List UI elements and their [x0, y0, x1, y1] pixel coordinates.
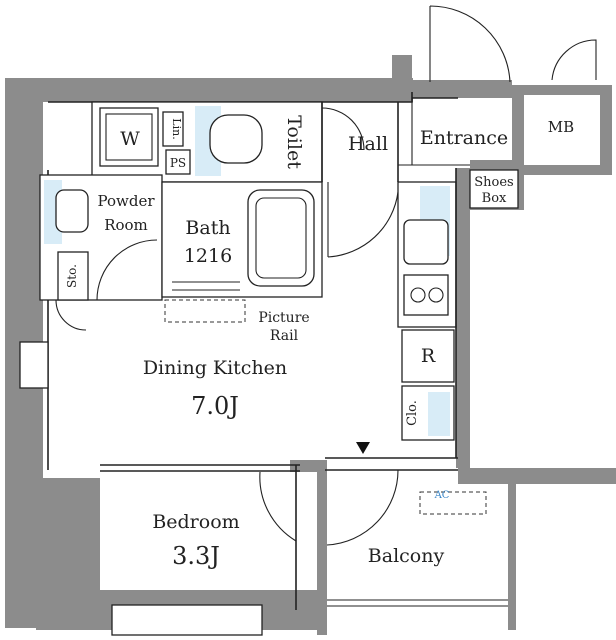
ac-unit-label: AC [434, 490, 450, 501]
balcony-label: Balcony [368, 545, 445, 567]
room-labels: Toilet Hall Entrance MB Shoes Box Powder… [65, 115, 574, 570]
pipe-space-label: PS [170, 156, 186, 170]
picture-rail-label-2: Rail [270, 328, 299, 344]
linen-label: Lin. [170, 118, 183, 139]
shoes-box-label-1: Shoes [474, 175, 513, 190]
shoes-box-rect [469, 169, 519, 209]
dining-kitchen-label: Dining Kitchen [143, 357, 287, 379]
washer-box [99, 107, 159, 167]
mb-label: MB [548, 118, 574, 136]
bath-label: Bath [185, 217, 230, 239]
refrigerator-label: R [421, 345, 436, 367]
bedroom-size-label: 3.3J [172, 542, 220, 570]
washer-label: W [120, 128, 140, 150]
hall-label: Hall [348, 133, 388, 155]
powder-room-label-1: Powder [97, 192, 155, 210]
shoes-box-label-2: Box [482, 191, 507, 206]
powder-room-label-2: Room [104, 216, 148, 234]
dining-kitchen-size-label: 7.0J [191, 392, 239, 420]
entrance-label: Entrance [420, 127, 508, 149]
bedroom-label: Bedroom [152, 511, 239, 533]
picture-rail-label-1: Picture [258, 310, 309, 326]
storage-label: Sto. [65, 264, 79, 288]
toilet-label: Toilet [283, 115, 305, 169]
closet-label: Clo. [405, 400, 420, 426]
bath-size-label: 1216 [184, 245, 232, 267]
fixtures [44, 106, 519, 454]
